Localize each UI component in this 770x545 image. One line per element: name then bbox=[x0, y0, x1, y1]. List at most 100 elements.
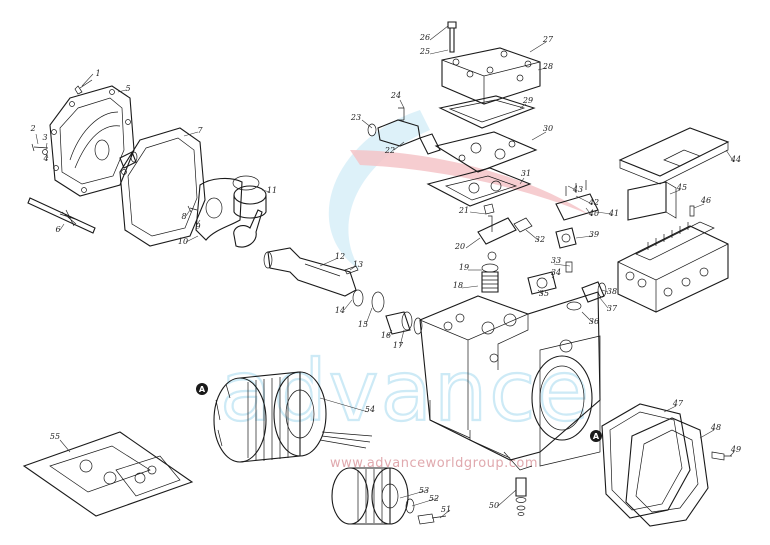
callout-30: 30 bbox=[543, 124, 553, 133]
callout-46: 46 bbox=[700, 196, 711, 205]
leader-line-55 bbox=[59, 439, 71, 453]
callout-41: 41 bbox=[608, 209, 619, 218]
callout-38: 38 bbox=[607, 287, 617, 296]
sight-glass bbox=[555, 227, 577, 249]
callout-42: 42 bbox=[588, 198, 599, 207]
leader-line-27 bbox=[529, 41, 547, 53]
callout-3: 3 bbox=[42, 133, 47, 142]
callout-24: 24 bbox=[390, 91, 401, 100]
callout-4: 4 bbox=[42, 154, 48, 163]
callout-36: 36 bbox=[589, 317, 599, 326]
crankshaft-assembly bbox=[263, 247, 423, 335]
terminal-box-cover bbox=[618, 127, 730, 177]
leader-line-30 bbox=[531, 131, 547, 141]
leader-line-1 bbox=[81, 73, 94, 87]
end-cover-plate bbox=[49, 85, 135, 197]
leader-line-9 bbox=[195, 219, 201, 227]
leader-line-6 bbox=[59, 223, 65, 231]
piston-assembly bbox=[187, 175, 267, 248]
callout-8: 8 bbox=[181, 212, 186, 221]
leader-line-11 bbox=[261, 189, 271, 193]
callout-17: 17 bbox=[393, 341, 404, 350]
watermark-url-text: www.advanceworldgroup.com bbox=[330, 456, 538, 471]
callout-5: 5 bbox=[125, 84, 130, 93]
callout-16: 16 bbox=[381, 331, 391, 340]
leader-line-16 bbox=[387, 329, 393, 337]
leader-line-23 bbox=[361, 119, 373, 129]
callout-2: 2 bbox=[29, 124, 35, 133]
callout-9: 9 bbox=[195, 222, 200, 231]
leader-line-20 bbox=[465, 237, 481, 249]
callout-18: 18 bbox=[453, 281, 463, 290]
leader-line-40 bbox=[585, 207, 593, 217]
leader-line-32 bbox=[525, 229, 539, 241]
head-gasket bbox=[438, 95, 536, 129]
terminal-box-base bbox=[617, 225, 729, 313]
callout-50: 50 bbox=[489, 501, 499, 510]
motor-end-cover bbox=[601, 403, 732, 527]
oil-sight-flange bbox=[481, 263, 499, 273]
service-valves bbox=[367, 107, 533, 293]
leader-line-50 bbox=[497, 489, 517, 507]
callout-26: 26 bbox=[419, 33, 430, 42]
callout-28: 28 bbox=[542, 62, 553, 71]
motor-cover-bolt bbox=[711, 451, 732, 461]
callout-48: 48 bbox=[710, 423, 721, 432]
leader-line-12 bbox=[319, 257, 339, 267]
callout-11: 11 bbox=[267, 186, 277, 195]
leader-line-28 bbox=[537, 67, 547, 71]
shutoff-valve bbox=[419, 133, 441, 155]
leader-line-43 bbox=[567, 185, 577, 191]
callout-10: 10 bbox=[178, 237, 188, 246]
callout-54: 54 bbox=[365, 405, 375, 414]
leader-line-53 bbox=[399, 489, 429, 499]
svg-text:A: A bbox=[593, 432, 600, 441]
callout-23: 23 bbox=[350, 113, 361, 122]
callout-15: 15 bbox=[358, 320, 368, 329]
leader-line-51 bbox=[439, 509, 451, 519]
gasket-set bbox=[22, 431, 194, 517]
leader-line-10 bbox=[185, 235, 199, 243]
callout-22: 22 bbox=[384, 146, 395, 155]
discharge-fitting bbox=[477, 217, 517, 245]
end-cover-gasket bbox=[119, 127, 206, 247]
leader-line-46 bbox=[693, 203, 705, 209]
callout-33: 33 bbox=[551, 256, 561, 265]
leader-line-4 bbox=[45, 153, 49, 159]
leader-line-13 bbox=[349, 265, 357, 271]
svg-text:A: A bbox=[199, 385, 206, 394]
leader-line-21 bbox=[469, 211, 487, 215]
valve-plate-gasket bbox=[426, 167, 532, 207]
leader-line-47 bbox=[663, 405, 677, 413]
callout-34: 34 bbox=[551, 268, 561, 277]
crankcase-bore bbox=[531, 355, 593, 441]
section-marker-a-cover: A bbox=[590, 430, 602, 442]
leader-line-45 bbox=[669, 189, 681, 195]
callout-29: 29 bbox=[522, 96, 533, 105]
main-bearing bbox=[385, 311, 411, 335]
watermark-swoosh-blue bbox=[328, 110, 430, 270]
leader-line-34 bbox=[551, 275, 555, 279]
stator-leads bbox=[319, 431, 373, 449]
callout-31: 31 bbox=[521, 169, 531, 178]
callout-7: 7 bbox=[197, 126, 203, 135]
callout-40: 40 bbox=[588, 209, 599, 218]
callout-19: 19 bbox=[459, 263, 469, 272]
leader-line-25 bbox=[429, 49, 449, 55]
bolt-2 bbox=[31, 143, 49, 152]
leader-line-41 bbox=[595, 211, 613, 215]
leader-line-17 bbox=[399, 329, 405, 347]
leader-line-14 bbox=[343, 299, 353, 311]
watermark: advance www.advanceworldgroup.com bbox=[219, 110, 590, 471]
motor-rotor bbox=[331, 467, 447, 525]
bolt-1 bbox=[74, 79, 93, 95]
crankshaft-key bbox=[344, 265, 359, 275]
terminal-block bbox=[627, 181, 667, 221]
leader-line-39 bbox=[575, 235, 593, 239]
leader-line-42 bbox=[575, 195, 593, 205]
leader-line-31 bbox=[519, 177, 525, 185]
callout-53: 53 bbox=[419, 486, 429, 495]
leader-line-22 bbox=[393, 141, 405, 151]
sight-glass-rod bbox=[27, 197, 96, 234]
